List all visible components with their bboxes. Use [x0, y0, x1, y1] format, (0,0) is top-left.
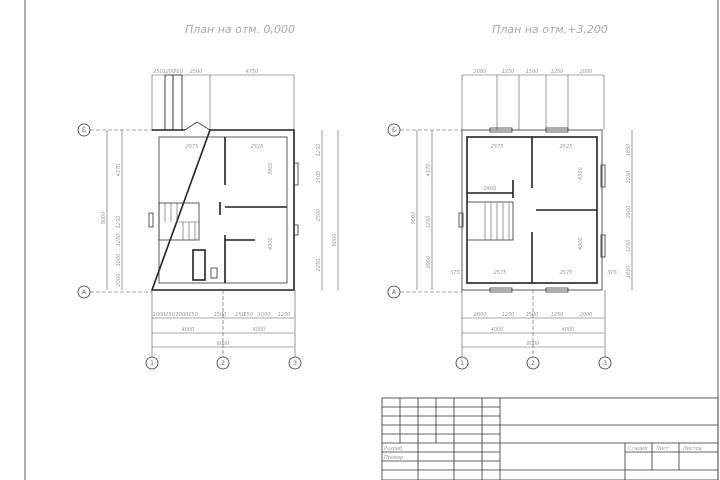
- dim-label: 4370: [116, 164, 122, 177]
- dim-label: 4000: [253, 327, 266, 333]
- svg-text:Б: Б: [392, 127, 396, 134]
- dim-label: 1000: [153, 312, 166, 318]
- dim-label: 2000: [580, 69, 593, 75]
- dim-label: 2575: [186, 144, 199, 150]
- dim-label: 1500: [526, 69, 539, 75]
- dim-label: 250: [188, 312, 198, 318]
- plan-title: План на отм. 0,000: [185, 23, 295, 36]
- dim-label: 2000: [116, 274, 122, 287]
- dim-label: 2575: [560, 270, 573, 276]
- dim-label: 1850: [626, 144, 632, 157]
- dim-label: 1200: [163, 69, 176, 75]
- dim-label: 1250: [551, 69, 564, 75]
- axis-markers: Б А 1 2 3: [77, 123, 302, 370]
- svg-text:1: 1: [150, 360, 154, 367]
- boiler: [192, 249, 206, 281]
- dim-label: 2000: [580, 312, 593, 318]
- dim-label: 2575: [491, 144, 504, 150]
- staircase: [466, 201, 514, 241]
- axis-markers: Б А 1 2 3: [387, 123, 612, 370]
- dim-label: 4750: [246, 69, 259, 75]
- dim-label: 1250: [626, 240, 632, 253]
- dim-label: 250: [235, 312, 245, 318]
- svg-text:3: 3: [293, 360, 297, 367]
- dim-label: 250: [153, 69, 163, 75]
- dim-label: 3900: [268, 162, 274, 175]
- dim-label: 1250: [278, 312, 291, 318]
- dim-label: 1000: [116, 254, 122, 267]
- dim-label: 1250: [502, 312, 515, 318]
- dim-label: 1250: [426, 216, 432, 229]
- dim-label: 2000: [474, 312, 487, 318]
- dim-label: 250: [165, 312, 175, 318]
- svg-text:2: 2: [221, 360, 225, 367]
- dim-label: 1850: [626, 266, 632, 279]
- dim-label: 2900: [426, 256, 432, 269]
- dim-label: 2500: [190, 69, 203, 75]
- dim-label: 1250: [316, 144, 322, 157]
- dim-label: 1250: [551, 312, 564, 318]
- dim-label: 2500: [626, 206, 632, 219]
- plan-title: План на отм.+3,200: [492, 23, 608, 36]
- dim-label: 4000: [562, 327, 575, 333]
- title-block: Разраб. Провер. Стадия Лист Листов: [381, 397, 719, 480]
- dim-label: 4300: [268, 237, 274, 250]
- dim-label: 250: [243, 312, 253, 318]
- dim-label: 1250: [502, 69, 515, 75]
- dim-label: 4300: [578, 167, 584, 180]
- plan-ground-floor: План на отм. 0,000 250 1200 200 2500 475…: [77, 23, 339, 370]
- dim-label: 2500: [316, 209, 322, 222]
- dim-label: 2000: [474, 69, 487, 75]
- dim-label: 4000: [491, 327, 504, 333]
- dim-label: 2575: [494, 270, 507, 276]
- staircase: [158, 202, 200, 241]
- dim-label: 4000: [182, 327, 195, 333]
- sheets-label: Листов: [682, 446, 702, 452]
- dim-label: 1250: [116, 216, 122, 229]
- dim-label: 9000: [101, 212, 107, 225]
- stage-label: Стадия: [628, 446, 647, 452]
- dim-label: 375: [607, 270, 617, 276]
- dim-label: 1500: [526, 312, 539, 318]
- dim-label: 1000: [258, 312, 271, 318]
- sheet-label: Лист: [655, 446, 670, 452]
- dim-label: 1250: [626, 171, 632, 184]
- dim-label: 2250: [316, 259, 322, 272]
- dim-label: 2400: [484, 186, 497, 192]
- plan-upper-floor: План на отм.+3,200 2000 1250 1500 1250 2…: [387, 23, 633, 370]
- checker-label: Провер.: [384, 455, 405, 461]
- svg-text:3: 3: [603, 360, 607, 367]
- svg-text:2: 2: [531, 360, 535, 367]
- dim-label: 9000: [411, 212, 417, 225]
- dim-label: 4370: [426, 164, 432, 177]
- dim-label: 1250: [116, 234, 122, 247]
- dim-label: 375: [450, 270, 460, 276]
- dim-label: 200: [173, 69, 183, 75]
- dim-label: 2525: [560, 144, 573, 150]
- dim-label: 1000: [176, 312, 189, 318]
- dim-label: 9000: [332, 234, 338, 247]
- dim-label: 4300: [578, 237, 584, 250]
- dim-label: 1500: [316, 171, 322, 184]
- svg-text:А: А: [392, 289, 397, 296]
- svg-text:А: А: [82, 289, 87, 296]
- developer-label: Разраб.: [384, 446, 404, 452]
- dim-label: 2525: [251, 144, 264, 150]
- dim-label: 1500: [214, 312, 227, 318]
- svg-text:1: 1: [460, 360, 464, 367]
- svg-text:Б: Б: [82, 127, 86, 134]
